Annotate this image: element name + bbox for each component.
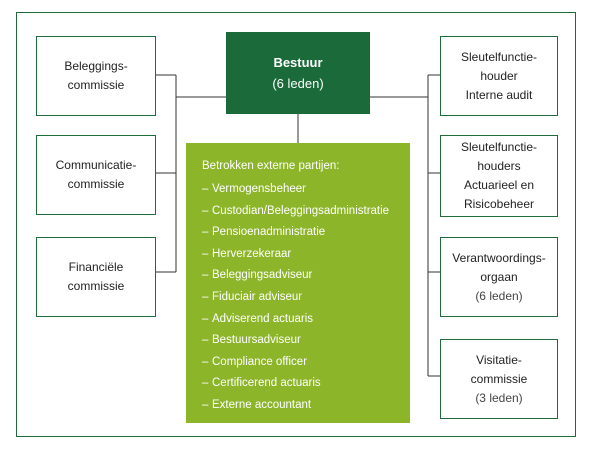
list-item: –Bestuursadviseur: [202, 334, 301, 347]
box-line: commissie: [67, 279, 125, 293]
list-item: –Adviserend actuaris: [202, 312, 313, 325]
list-item: –Fiduciair adviseur: [202, 290, 303, 303]
box-line: Sleutelfunctie-: [460, 140, 538, 154]
list-item-label: Externe accountant: [212, 398, 312, 411]
box-line: orgaan: [480, 269, 518, 284]
box-line: Financiële: [68, 260, 124, 274]
list-item-label: Compliance officer: [212, 355, 308, 368]
visitation-committee-box: Visitatie- commissie (3 leden): [440, 339, 558, 419]
list-item-label: Bestuursadviseur: [212, 334, 301, 347]
box-line: commissie: [67, 177, 125, 191]
box-line: Risicobeheer: [463, 197, 535, 211]
box-line: Sleutelfunctie-: [460, 49, 538, 64]
box-line: Communicatie-: [55, 158, 137, 172]
accountability-body-box: Verantwoordings- orgaan (6 leden): [440, 237, 558, 317]
list-item: –Vermogensbeheer: [202, 183, 306, 195]
list-item: –Beleggingsadviseur: [202, 269, 313, 282]
box-line: commissie: [67, 78, 125, 92]
list-item: –Certificerend actuaris: [202, 377, 321, 390]
box-line: commissie: [470, 371, 528, 386]
internal-audit-holder-box: Sleutelfunctie- houder Interne audit: [440, 36, 558, 116]
list-item: –Custodian/Beleggingsadministratie: [202, 204, 390, 217]
investment-committee-box: Beleggings- commissie: [36, 36, 156, 116]
box-subtitle: (3 leden): [475, 390, 523, 405]
list-item: –Herverzekeraar: [202, 247, 292, 260]
board-title: Bestuur: [273, 55, 323, 70]
list-item-label: Beleggingsadviseur: [212, 269, 313, 282]
communication-committee-box: Communicatie- commissie: [36, 135, 156, 215]
diagram-frame: [16, 12, 576, 437]
box-line: Beleggings-: [64, 59, 128, 73]
board-box: Bestuur (6 leden): [226, 32, 370, 114]
list-item-label: Adviserend actuaris: [212, 312, 313, 325]
external-parties-box: Betrokken externe partijen: –Vermogensbe…: [186, 143, 410, 423]
box-line: Interne audit: [465, 87, 533, 102]
list-item-label: Fiduciair adviseur: [212, 290, 303, 303]
list-item-label: Certificerend actuaris: [212, 377, 321, 390]
external-parties-list: –Vermogensbeheer –Custodian/Beleggingsad…: [202, 179, 410, 417]
list-item-label: Vermogensbeheer: [212, 183, 306, 195]
list-item: –Pensioenadministratie: [202, 226, 326, 239]
financial-committee-box: Financiële commissie: [36, 237, 156, 317]
box-line: Verantwoordings-: [452, 250, 546, 265]
board-subtitle: (6 leden): [272, 76, 324, 91]
box-subtitle: (6 leden): [475, 288, 523, 303]
list-item-label: Herverzekeraar: [212, 247, 292, 260]
box-line: houder: [480, 68, 518, 83]
box-line: Visitatie-: [476, 352, 522, 367]
list-item: –Compliance officer: [202, 355, 308, 368]
list-item-label: Pensioenadministratie: [212, 226, 326, 239]
actuarial-risk-holders-box: Sleutelfunctie- houders Actuarieel en Ri…: [440, 135, 558, 217]
list-item: –Externe accountant: [202, 398, 312, 411]
list-item-label: Custodian/Beleggingsadministratie: [212, 204, 390, 217]
external-parties-heading: Betrokken externe partijen:: [202, 160, 340, 172]
box-line: houders: [477, 159, 521, 173]
box-line: Actuarieel en: [463, 178, 535, 192]
